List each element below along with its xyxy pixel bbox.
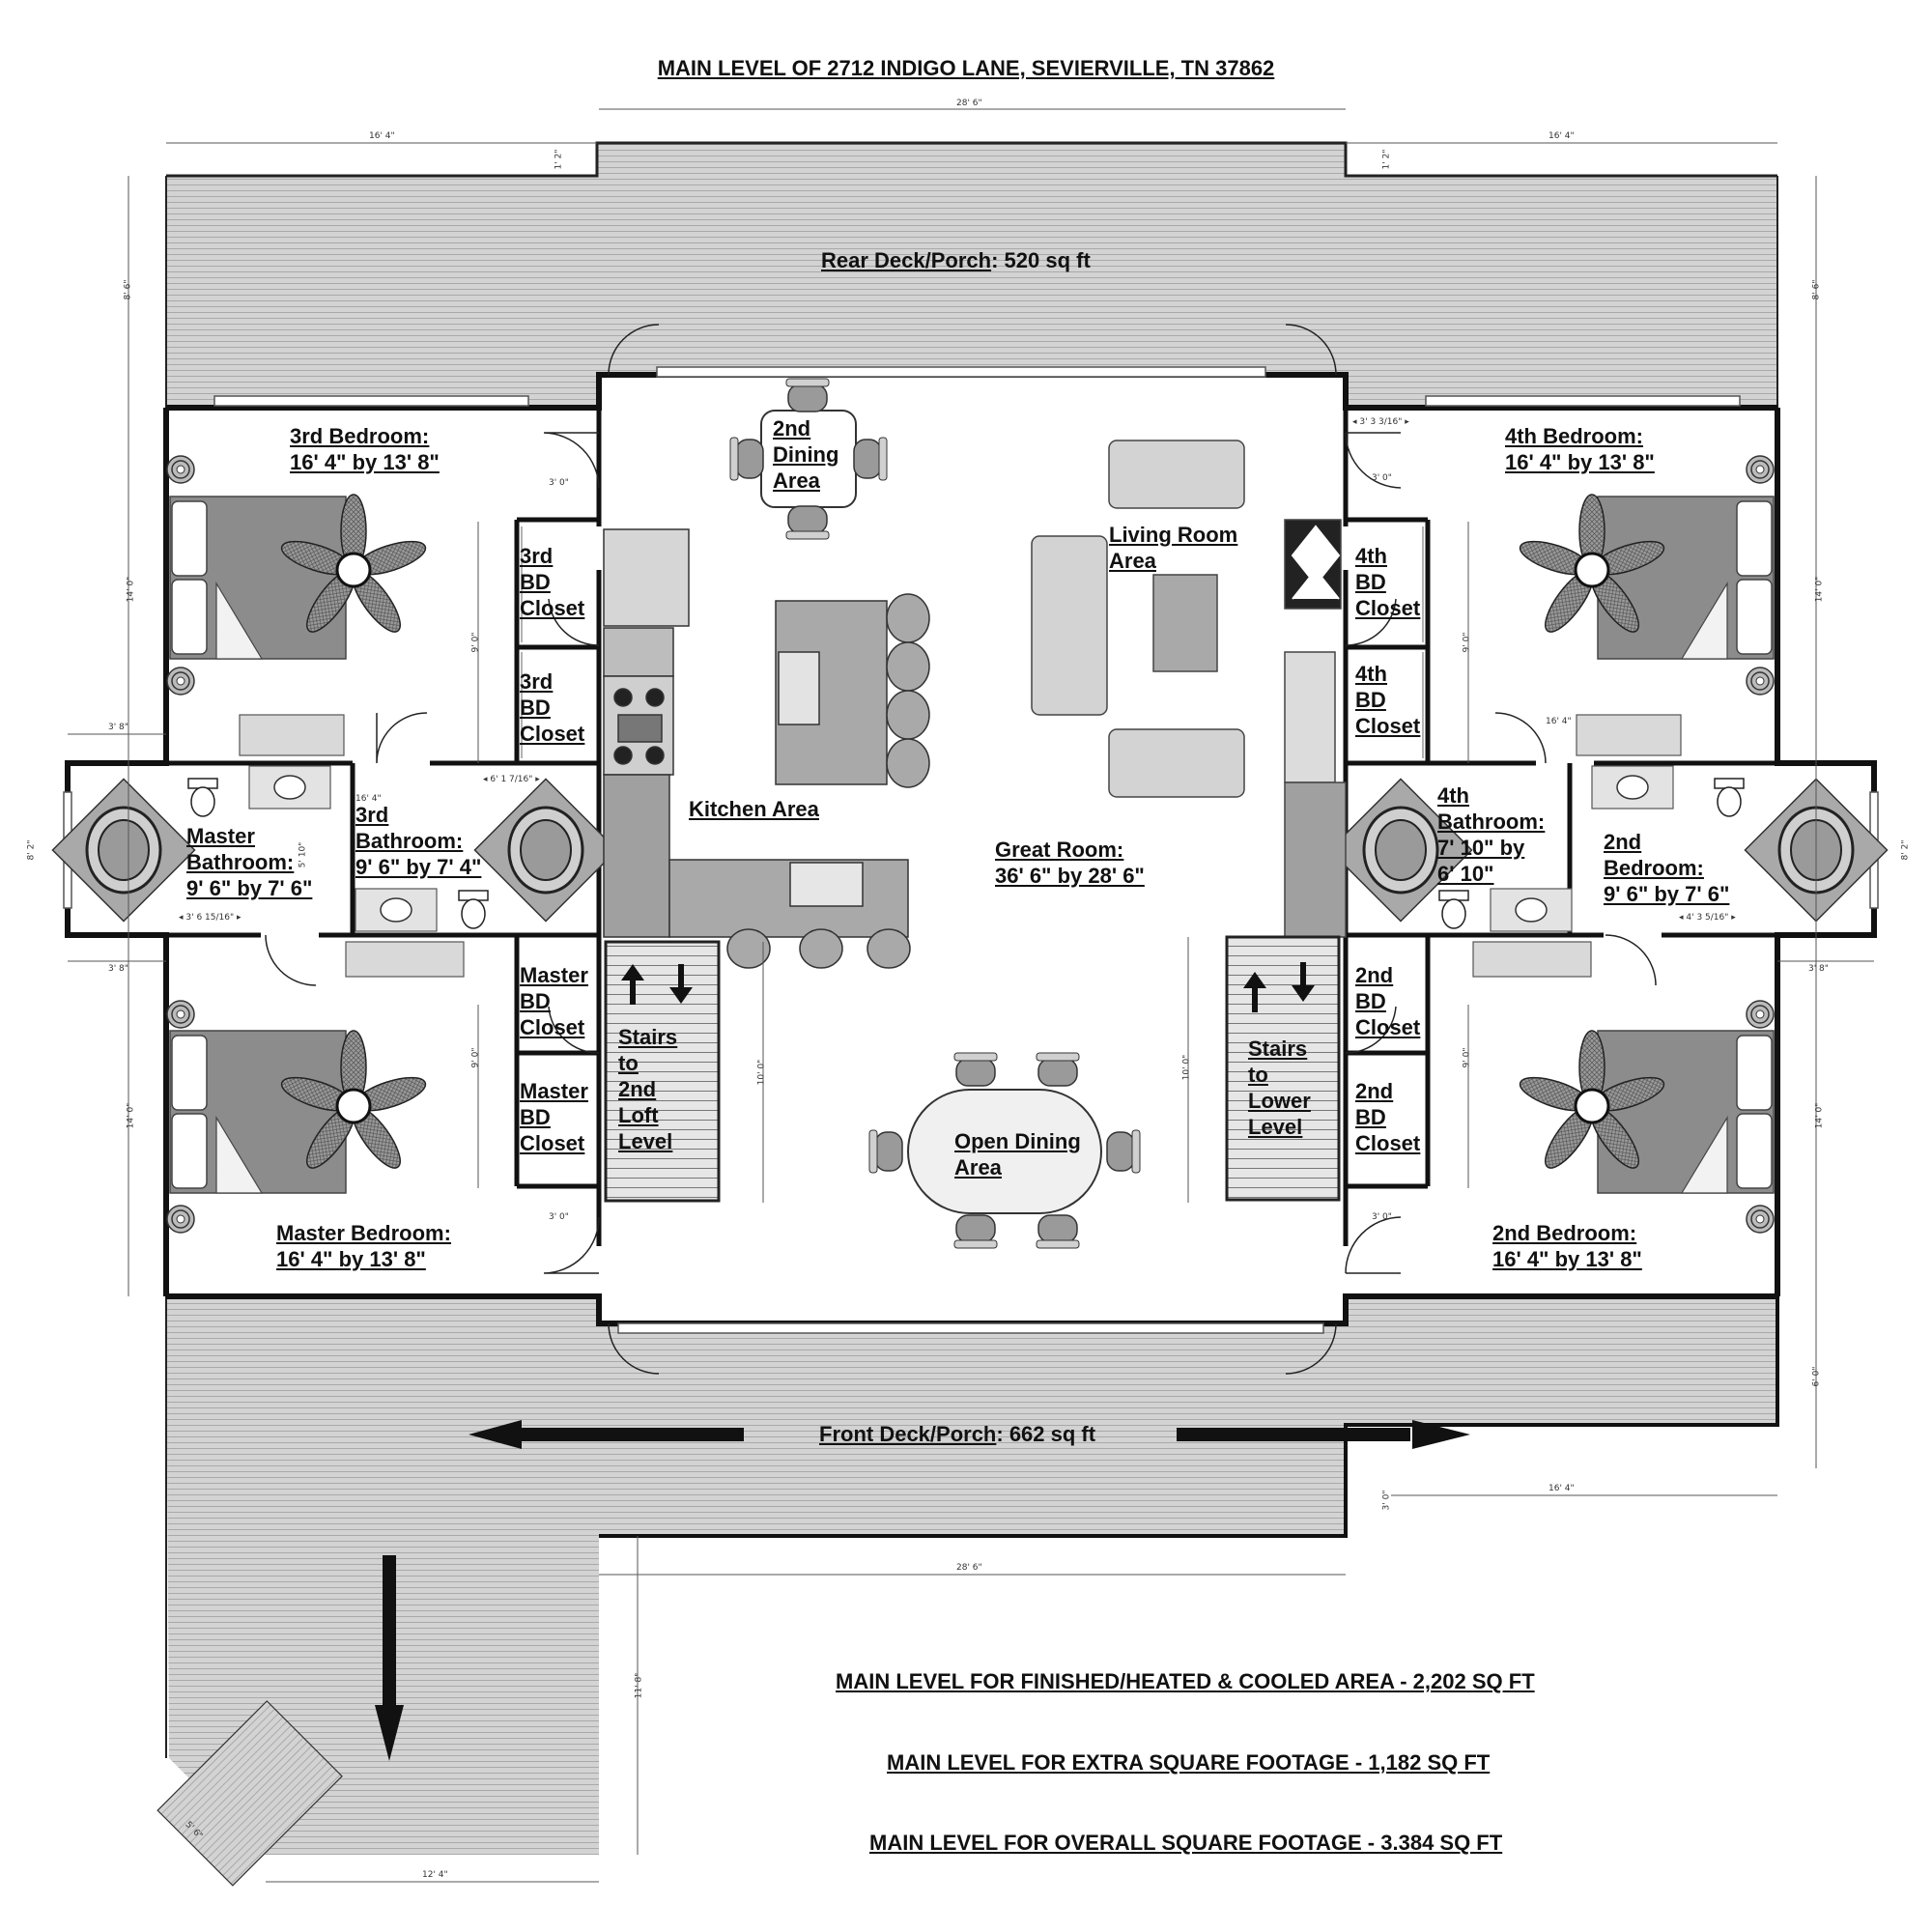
interior-walls [166, 408, 1777, 1246]
dim-label: 8' 6" [1811, 279, 1822, 300]
dim-label: ◂ 6' 1 7/16" ▸ [483, 775, 540, 784]
dim-label: 3' 8" [108, 723, 128, 732]
dim-label: 3' 0" [1372, 473, 1392, 483]
dim-label: 9' 0" [1462, 1047, 1472, 1068]
bedroom3-label: 3rd Bedroom:16' 4" by 13' 8" [290, 424, 440, 474]
dim-label: 28' 6" [956, 99, 982, 108]
great-room-label: Great Room:36' 6" by 28' 6" [995, 838, 1145, 888]
stairs-to-loft [604, 940, 721, 1203]
dim-label: 16' 4" [369, 131, 395, 141]
dim-label: ◂ 3' 3 3/16" ▸ [1352, 417, 1409, 427]
dim-label: 8' 2" [1900, 839, 1911, 861]
plan-title: MAIN LEVEL OF 2712 INDIGO LANE, SEVIERVI… [657, 56, 1275, 80]
dim-label: 9' 0" [470, 1047, 481, 1068]
dim-label: 14' 0" [126, 576, 136, 603]
bedroom4-label: 4th Bedroom:16' 4" by 13' 8" [1505, 424, 1655, 474]
dim-label: 28' 6" [956, 1563, 982, 1573]
dim-label: 12' 4" [422, 1870, 448, 1880]
dim-label: 10' 0" [1181, 1054, 1192, 1081]
dim-label: 1' 2" [1381, 149, 1392, 170]
rear-deck-left [166, 176, 597, 408]
dim-label: 9' 0" [470, 632, 481, 653]
dim-label: ◂ 3' 6 15/16" ▸ [179, 913, 242, 923]
dim-label: 8' 2" [26, 839, 37, 861]
dim-label: 14' 0" [126, 1102, 136, 1129]
dim-label: 3' 8" [108, 964, 128, 974]
front-deck-label: Front Deck/Porch: 662 sq ft [819, 1422, 1096, 1446]
dim-label: 14' 0" [1814, 576, 1825, 603]
dim-label: 16' 4" [1546, 717, 1572, 726]
dim-label: ◂ 4' 3 5/16" ▸ [1679, 913, 1736, 923]
stairs-to-lower [1225, 935, 1341, 1202]
total-extra-area: MAIN LEVEL FOR EXTRA SQUARE FOOTAGE - 1,… [887, 1750, 1491, 1775]
dim-label: 3' 0" [1372, 1212, 1392, 1222]
dim-label: 14' 0" [1814, 1102, 1825, 1129]
dim-label: 3' 0" [1381, 1490, 1392, 1511]
dim-label: 9' 0" [1462, 632, 1472, 653]
bedroom2-label: 2nd Bedroom:16' 4" by 13' 8" [1492, 1221, 1642, 1271]
dim-label: 8' 6" [123, 279, 133, 300]
dim-label: 16' 4" [355, 794, 382, 804]
total-finished-area: MAIN LEVEL FOR FINISHED/HEATED & COOLED … [836, 1669, 1535, 1693]
dim-label: 3' 0" [549, 478, 569, 488]
dim-label: 6' 0" [1811, 1366, 1822, 1387]
dim-label: 5' 10" [298, 841, 308, 868]
dim-label: 16' 4" [1548, 131, 1575, 141]
total-overall-area: MAIN LEVEL FOR OVERALL SQUARE FOOTAGE - … [869, 1831, 1503, 1855]
dim-label: 1' 2" [554, 149, 564, 170]
dim-label: 10' 0" [756, 1059, 767, 1086]
rear-deck-label: Rear Deck/Porch: 520 sq ft [821, 248, 1091, 272]
rear-deck-right [1346, 176, 1777, 408]
dim-label: 11' 8" [634, 1672, 644, 1699]
master-bedroom-label: Master Bedroom:16' 4" by 13' 8" [276, 1221, 451, 1271]
kitchen-label: Kitchen Area [689, 797, 819, 821]
dim-label: 3' 8" [1808, 964, 1829, 974]
dim-label: 3' 0" [549, 1212, 569, 1222]
dim-label: 16' 4" [1548, 1484, 1575, 1493]
rear-deck [597, 143, 1346, 375]
